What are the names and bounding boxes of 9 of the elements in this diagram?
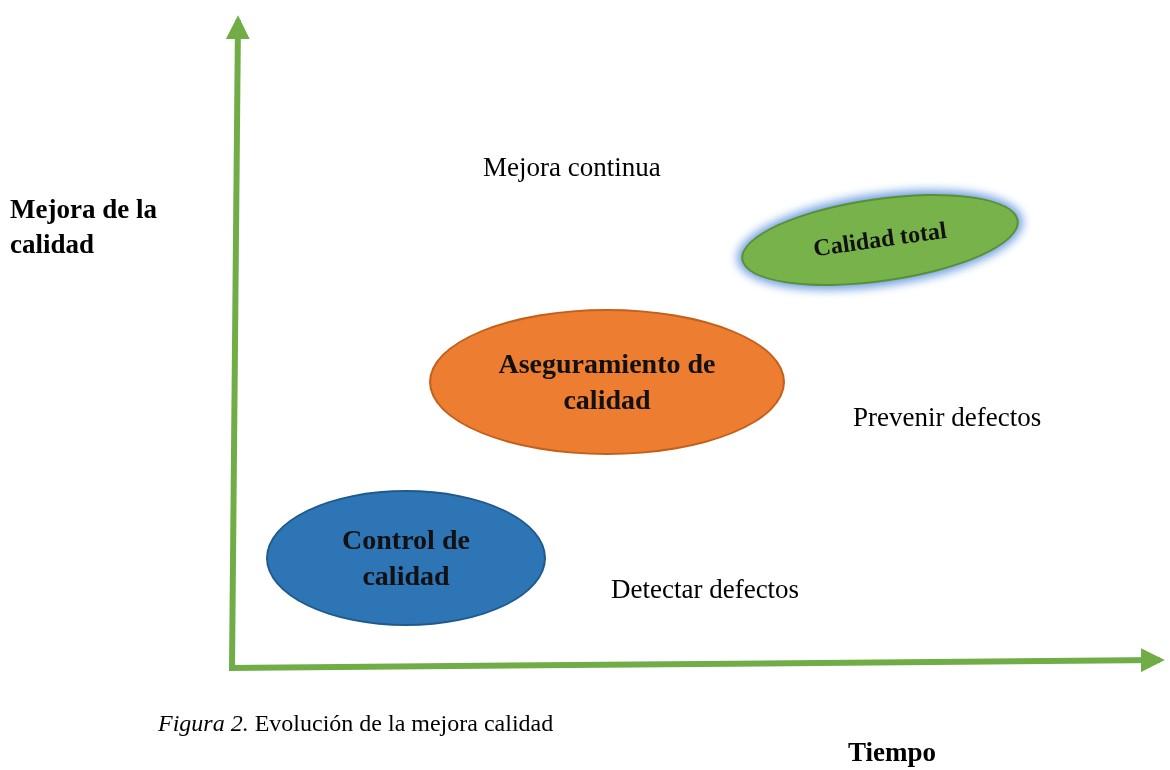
node-label: Control de calidad: [341, 522, 471, 593]
axis-title: Tiempo: [848, 736, 936, 769]
annotation-text: Mejora continua: [483, 151, 661, 184]
axis-title: Mejora de la calidad: [10, 193, 158, 262]
node-label: Aseguramiento de calidad: [497, 346, 717, 417]
annotation-text: Prevenir defectos: [853, 401, 1042, 434]
figure-caption: Figura 2. Evolución de la mejora calidad: [158, 709, 554, 738]
node-label: Calidad total: [811, 216, 949, 264]
annotation-text: Detectar defectos: [611, 573, 800, 606]
